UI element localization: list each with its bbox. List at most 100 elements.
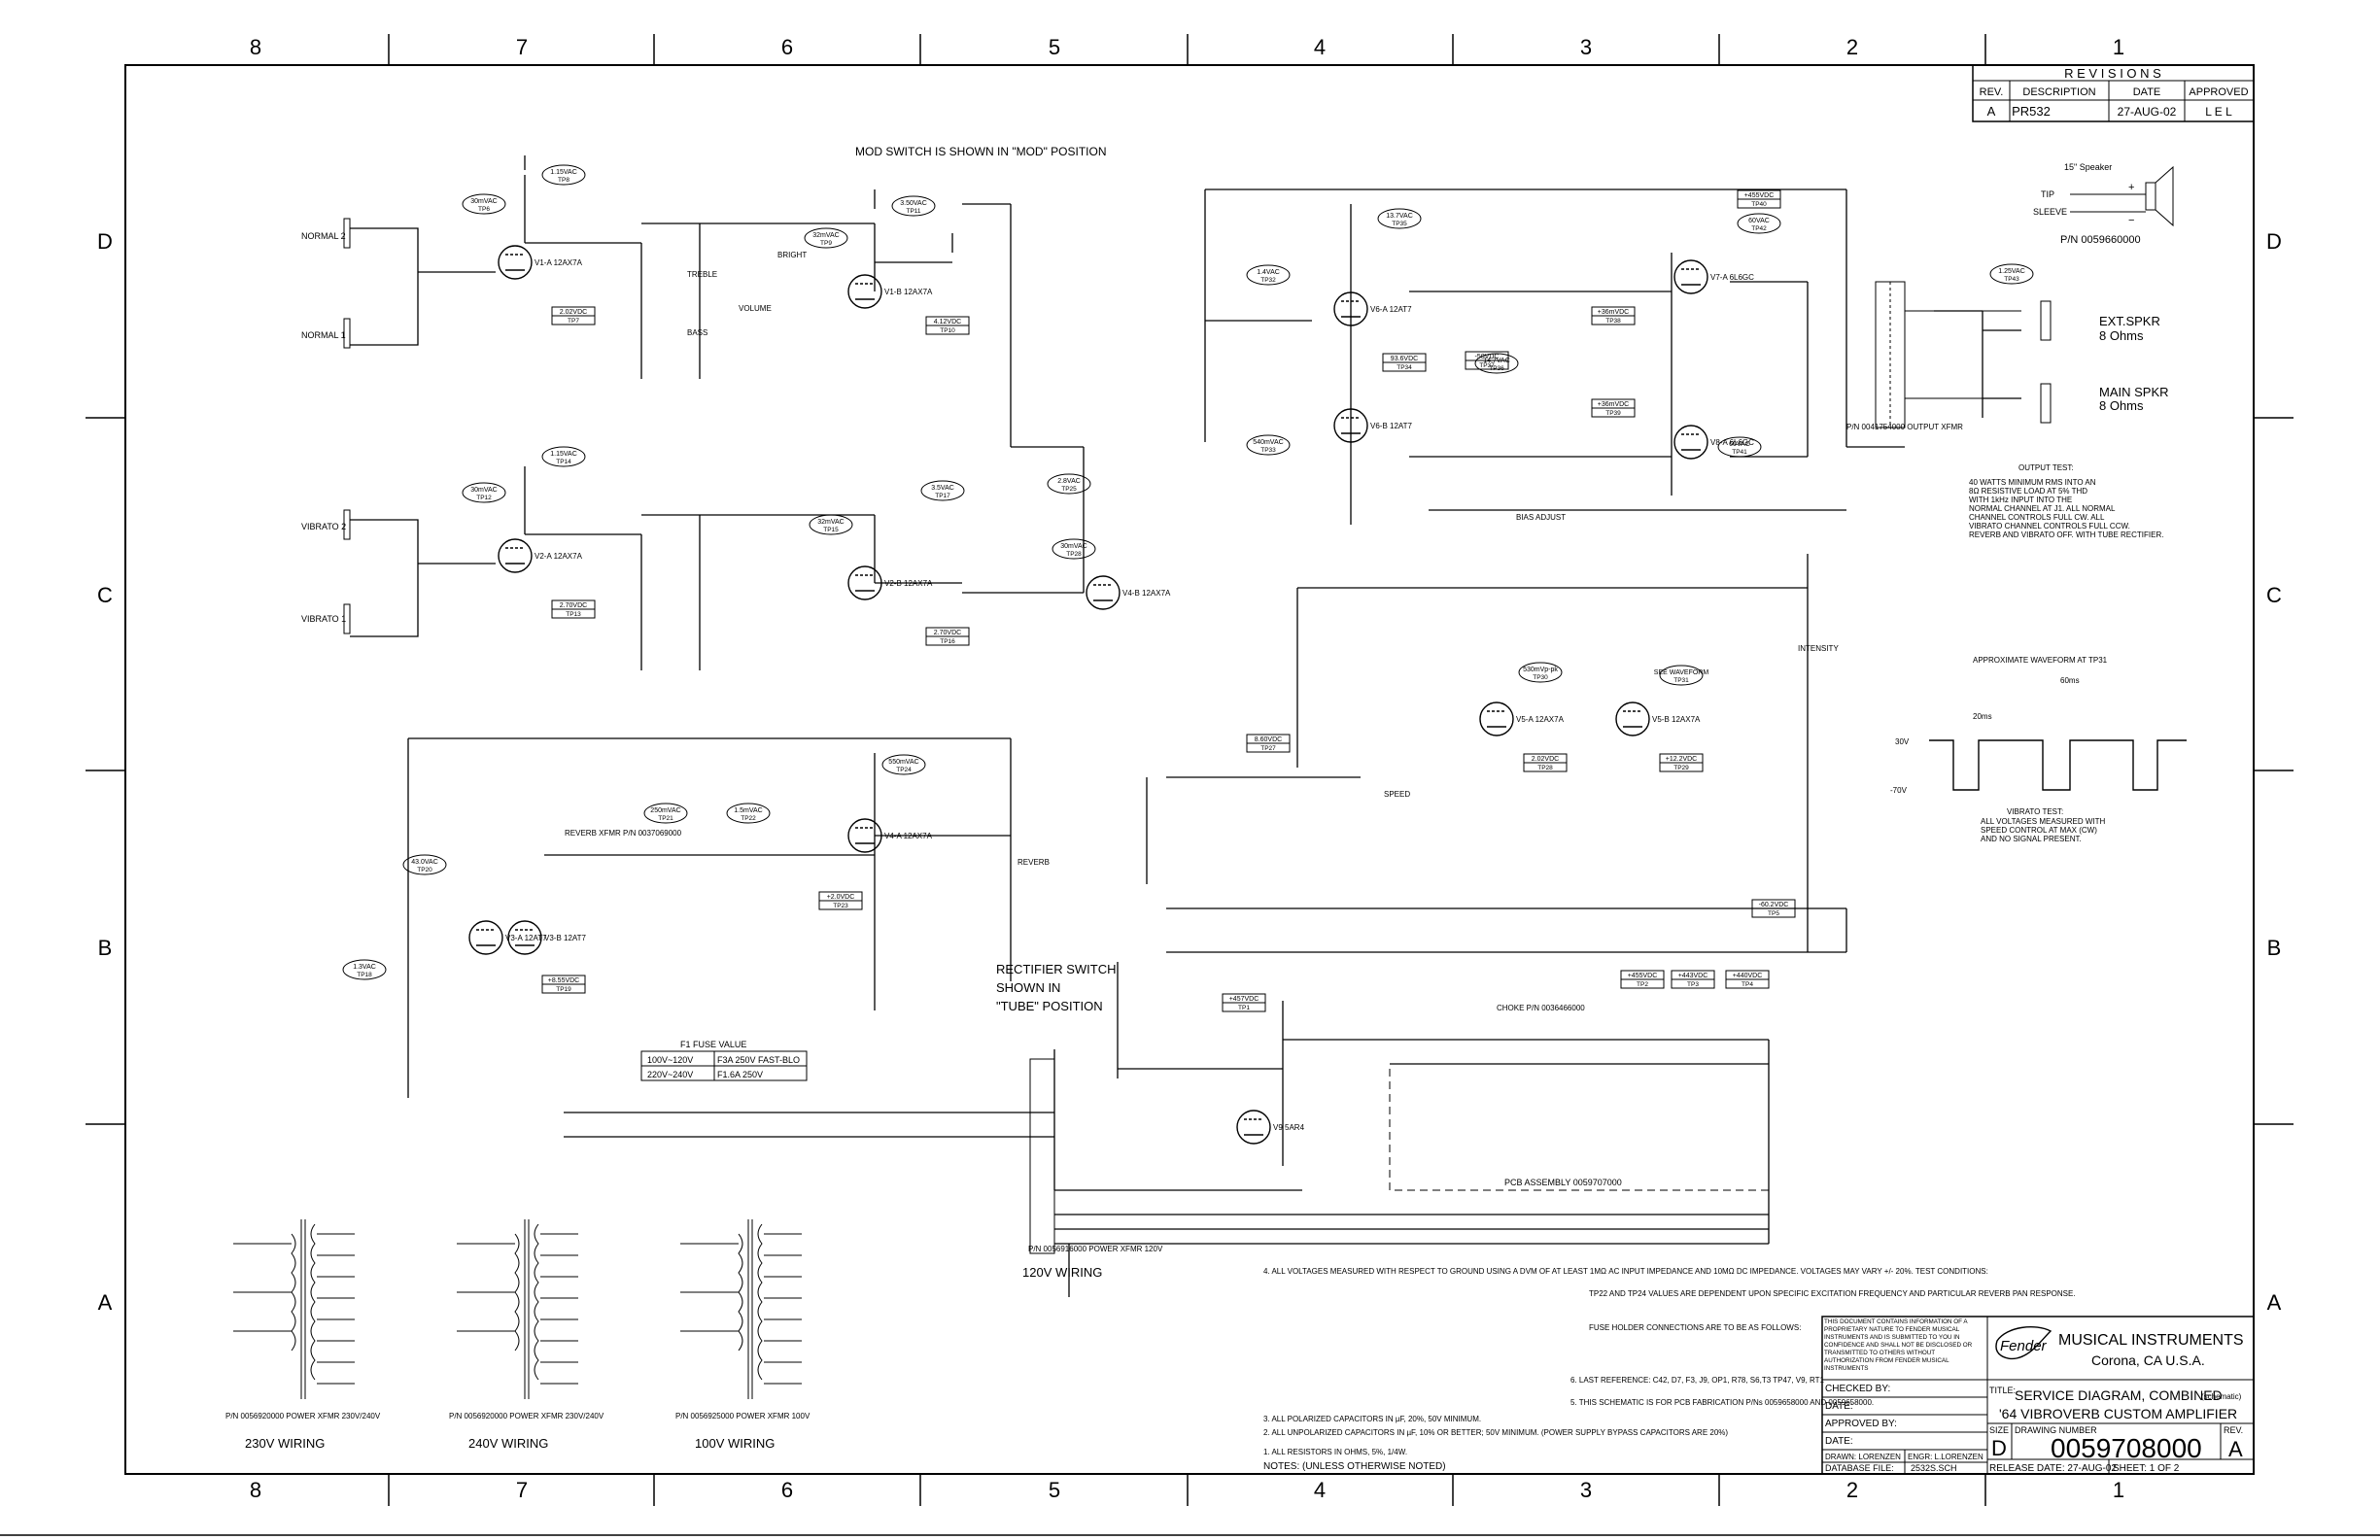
tube-label: V6-A 12AT7 [1370, 305, 1412, 314]
main-speaker-label: MAIN SPKR [2099, 385, 2169, 399]
wiring-100v-label: 100V WIRING [695, 1436, 775, 1451]
test-point-id: TP42 [1751, 225, 1767, 232]
fuse-table: F1 FUSE VALUE 100V~120V F3A 250V FAST-BL… [640, 1040, 808, 1081]
ext-speaker-ohms: 8 Ohms [2099, 328, 2144, 343]
note-item: 5. THIS SCHEMATIC IS FOR PCB FABRICATION… [1570, 1398, 1874, 1407]
input-normal-1: NORMAL 1 [301, 330, 346, 340]
description-value: PR532 [2012, 104, 2051, 119]
test-point-id: TP6 [478, 206, 490, 213]
vacuum-tube: V6-B 12AT7 [1333, 408, 1413, 443]
wiring-120v-label: 120V WIRING [1022, 1265, 1102, 1280]
pcb-assembly-outline [1389, 1063, 1770, 1191]
test-point-id: TP33 [1260, 447, 1276, 454]
wiring-230v-label: 230V WIRING [245, 1436, 325, 1451]
test-point-value: 30mVAC [1060, 543, 1087, 550]
test-point-id: TP32 [1260, 277, 1276, 284]
waveform-period: 60ms [2060, 676, 2080, 685]
tube-label: V1-B 12AX7A [884, 288, 933, 296]
notes-heading: NOTES: (UNLESS OTHERWISE NOTED) [1263, 1461, 1446, 1472]
test-point-value: 32mVAC [812, 232, 840, 239]
test-point-value: 2.8VAC [1057, 478, 1081, 485]
grid-column-label: 5 [1049, 1478, 1060, 1502]
grid-column-label: 1 [2113, 1478, 2124, 1502]
tube-label: V5-A 12AX7A [1516, 715, 1565, 724]
control-reverb: REVERB [1018, 858, 1050, 867]
test-point-value: 43.0VAC [411, 859, 438, 866]
test-point-id: TP35 [1392, 221, 1407, 227]
vacuum-tube: V2-B 12AX7A [847, 565, 933, 600]
test-point-value: -60.2VDC [1759, 902, 1789, 908]
vacuum-tube: V5-A 12AX7A [1479, 702, 1565, 736]
test-point-id: TP4 [1742, 981, 1753, 988]
fender-logo: Fender [1995, 1326, 2052, 1360]
test-point-value: 2.02VDC [1532, 756, 1559, 763]
fender-logo-mark: Fender [2000, 1338, 2048, 1354]
test-point-value: +8.55VDC [548, 977, 580, 984]
ext-speaker-label: EXT.SPKR [2099, 314, 2160, 328]
test-point-id: TP22 [741, 815, 756, 822]
vibrato-test-line: ALL VOLTAGES MEASURED WITH [1981, 817, 2106, 826]
test-point-id: TP11 [906, 208, 920, 215]
grid-column-label: 8 [250, 1478, 261, 1502]
control-volume: VOLUME [739, 304, 772, 313]
test-point-value: 2.70VDC [560, 602, 587, 609]
approved-by-label: APPROVED BY: [1825, 1419, 1897, 1429]
rectifier-note-2: SHOWN IN [996, 980, 1060, 995]
vacuum-tube: V3-A 12AT7 [468, 920, 547, 955]
vibrato-test-line: AND NO SIGNAL PRESENT. [1981, 835, 2082, 843]
test-point-value: 250mVAC [650, 807, 680, 814]
test-point-value: 1.15VAC [550, 169, 577, 176]
fuse-table-title: F1 FUSE VALUE [680, 1040, 746, 1049]
test-point-value: +443VDC [1678, 973, 1708, 979]
grid-ticks [0, 34, 2380, 1536]
general-notes: NOTES: (UNLESS OTHERWISE NOTED) 1. ALL R… [1263, 1267, 2076, 1472]
waveform-diagram: APPROXIMATE WAVEFORM AT TP31 60ms 20ms 3… [1890, 656, 2187, 843]
vacuum-tube: V1-A 12AX7A [498, 245, 583, 280]
input-normal-2: NORMAL 2 [301, 231, 346, 241]
xfmr-120v-label: P/N 0056916000 POWER XFMR 120V [1028, 1245, 1163, 1253]
test-point-value: 540mVAC [1253, 439, 1283, 446]
release-date: RELEASE DATE: 27-AUG-02 [1989, 1463, 2117, 1474]
tube-label: V2-B 12AX7A [884, 579, 933, 588]
speaker-label: 15" Speaker [2064, 162, 2112, 172]
grid-row-label: D [97, 229, 113, 254]
pcb-assembly-label: PCB ASSEMBLY 0059707000 [1504, 1178, 1622, 1187]
tube-label: V4-B 12AX7A [1122, 589, 1171, 598]
note-item: FUSE HOLDER CONNECTIONS ARE TO BE AS FOL… [1589, 1323, 1801, 1332]
transformer-symbol [457, 1219, 578, 1399]
tube-label: V4-A 12AX7A [884, 832, 933, 840]
note-item: 2. ALL UNPOLARIZED CAPACITORS IN µF, 10%… [1263, 1428, 1728, 1437]
fuse-voltage: 220V~240V [647, 1070, 693, 1079]
fuse-rating: F1.6A 250V [717, 1070, 763, 1079]
tube-label: V1-A 12AX7A [535, 258, 583, 267]
test-point-id: TP40 [1751, 201, 1767, 208]
test-point-value: +36mVDC [1598, 309, 1629, 316]
test-point-value: 3.50VAC [900, 200, 927, 207]
output-test-note: OUTPUT TEST: 40 WATTS MINIMUM RMS INTO A… [1969, 463, 2163, 539]
speaker-tip-label: TIP [2041, 189, 2054, 199]
drawing-number: 0059708000 [2051, 1433, 2202, 1463]
test-point-id: TP29 [1673, 765, 1689, 771]
test-point-value: 1.25VAC [1998, 268, 2025, 275]
test-point-id: TP25 [1061, 486, 1077, 493]
control-bias-adjust: BIAS ADJUST [1516, 513, 1566, 522]
rectifier-note-1: RECTIFIER SWITCH [996, 962, 1117, 976]
vacuum-tube: V9 5AR4 [1236, 1110, 1305, 1145]
drawing-title-line-2: '64 VIBROVERB CUSTOM AMPLIFIER [1999, 1406, 2237, 1421]
engineer: ENGR: L.LORENZEN [1908, 1453, 1983, 1461]
test-point-value: 1.3VAC [353, 964, 376, 971]
